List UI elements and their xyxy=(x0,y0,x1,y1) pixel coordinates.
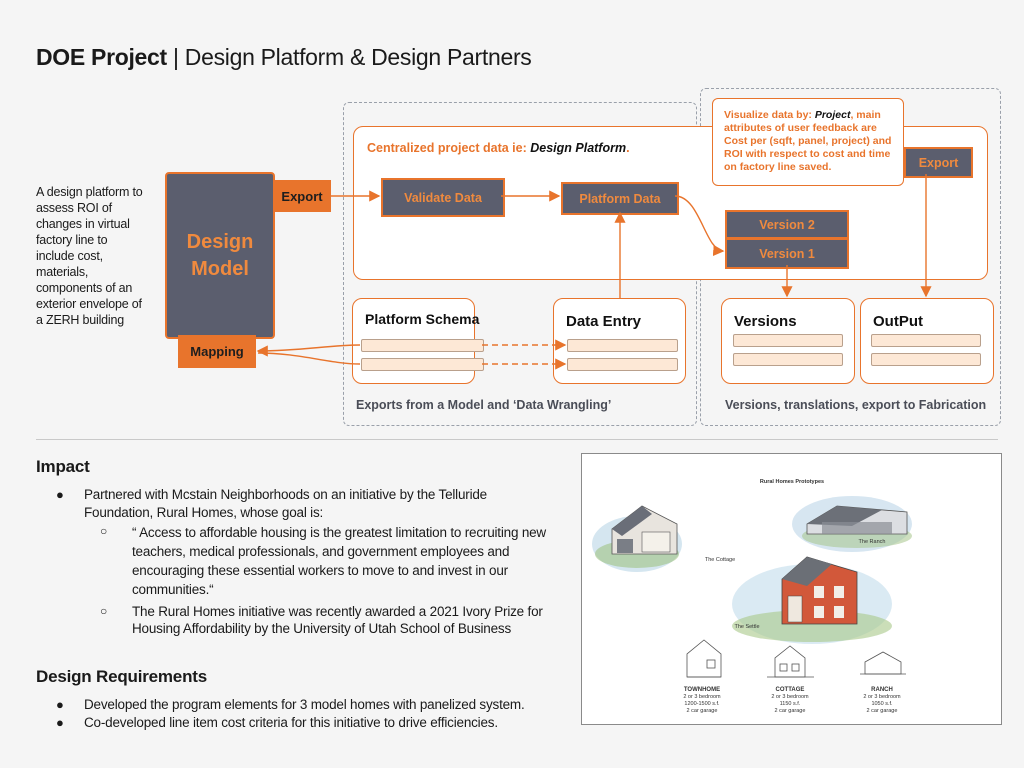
rural-homes-title: Rural Homes Prototypes xyxy=(759,479,825,485)
sub-bullet-circle: ○ xyxy=(100,524,108,538)
impact-sub-1: “ Access to affordable housing is the gr… xyxy=(132,525,546,597)
page-title: DOE Project | Design Platform & Design P… xyxy=(36,44,532,70)
caption-right: Versions, translations, export to Fabric… xyxy=(725,398,987,412)
output-field-2[interactable] xyxy=(871,353,981,366)
export-button[interactable]: Export xyxy=(273,180,331,212)
output-title: OutPut xyxy=(873,313,923,330)
output-field-1[interactable] xyxy=(871,334,981,347)
bullet-dot: ● xyxy=(56,697,64,712)
schema-field-1[interactable] xyxy=(361,339,484,352)
platform-data-node[interactable]: Platform Data xyxy=(561,182,679,215)
impact-heading: Impact xyxy=(36,457,90,476)
caption-left: Exports from a Model and ‘Data Wrangling… xyxy=(356,398,612,412)
requirements-bullet-1: Developed the program elements for 3 mod… xyxy=(84,697,525,712)
data-entry-title: Data Entry xyxy=(566,313,642,330)
visualize-note xyxy=(712,98,904,186)
centralized-label: Centralized project data ie: Design Plat… xyxy=(367,141,630,155)
cottage-spec: COTTAGE 2 or 3 bedroom 1150 s.f. 2 car g… xyxy=(771,687,809,714)
visualize-note-text: Visualize data by: Project, main attribu… xyxy=(724,109,892,173)
version-2-node[interactable]: Version 2 xyxy=(725,210,849,239)
entry-field-2[interactable] xyxy=(567,358,678,371)
townhome-spec: TOWNHOME 2 or 3 bedroom 1200-1500 s.f. 2… xyxy=(683,687,721,714)
requirements-bullet-2: Co-developed line item cost criteria for… xyxy=(84,715,498,730)
impact-sub-2: The Rural Homes initiative was recently … xyxy=(132,604,543,636)
settle-illustration xyxy=(732,556,892,644)
version-1-node[interactable]: Version 1 xyxy=(725,238,849,269)
export-right-node[interactable]: Export xyxy=(904,147,973,178)
bullet-dot: ● xyxy=(56,487,64,502)
label-settle: The Settle xyxy=(734,624,760,630)
cottage-illustration xyxy=(592,505,682,572)
label-ranch: The Ranch xyxy=(858,539,886,545)
bullet-dot: ● xyxy=(56,715,64,730)
design-model-block[interactable]: Design Model xyxy=(165,172,275,339)
validate-data-node[interactable]: Validate Data xyxy=(381,178,505,217)
section-divider xyxy=(36,439,998,440)
label-cottage: The Cottage xyxy=(704,557,736,563)
rural-homes-image: Rural Homes Prototypes xyxy=(581,453,1002,725)
house-sketches xyxy=(592,496,912,678)
versions-title: Versions xyxy=(734,313,797,330)
elevation-drawings xyxy=(686,639,906,678)
versions-field-2[interactable] xyxy=(733,353,843,366)
requirements-heading: Design Requirements xyxy=(36,667,207,686)
entry-field-1[interactable] xyxy=(567,339,678,352)
platform-schema-title: Platform Schema xyxy=(365,311,480,327)
mapping-button[interactable]: Mapping xyxy=(178,335,256,368)
ranch-spec: RANCH 2 or 3 bedroom 1050 s.f. 2 car gar… xyxy=(863,687,901,714)
versions-field-1[interactable] xyxy=(733,334,843,347)
impact-bullet-1: Partnered with Mcstain Neighborhoods on … xyxy=(84,487,487,520)
schema-field-2[interactable] xyxy=(361,358,484,371)
ranch-illustration xyxy=(792,496,912,552)
description-text: A design platform to assess ROI of chang… xyxy=(36,185,143,327)
sub-bullet-circle: ○ xyxy=(100,604,108,618)
